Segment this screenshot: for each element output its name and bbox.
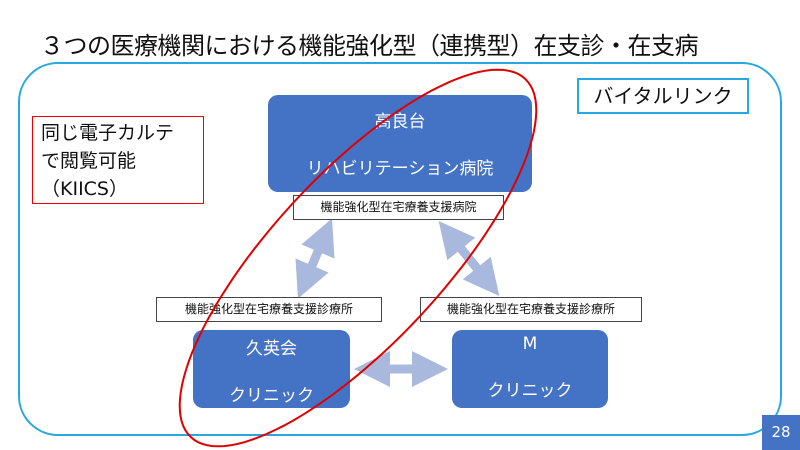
node-subname: クリニック: [487, 381, 573, 401]
node-name: 久英会: [246, 339, 297, 359]
type-label-left: 機能強化型在宅療養支援診療所: [156, 297, 382, 322]
node-name: M: [522, 334, 538, 354]
node-subname: クリニック: [229, 386, 314, 406]
arrow-top-right: [438, 221, 500, 296]
type-label-top: 機能強化型在宅療養支援病院: [293, 195, 504, 220]
node-korodai-hospital: 高良台 リハビリテーション病院: [268, 95, 532, 192]
page-number: 28: [762, 415, 800, 450]
note-line-3: （KIICS）: [41, 178, 128, 200]
type-label-right: 機能強化型在宅療養支援診療所: [420, 297, 642, 322]
arrow-top-left: [295, 218, 335, 299]
node-name: 高良台: [374, 112, 426, 132]
note-line-1: 同じ電子カルテ: [41, 122, 175, 144]
vital-link-label: バイタルリンク: [577, 78, 749, 114]
shared-record-note: 同じ電子カルテ で閲覧可能 （KIICS）: [32, 116, 204, 204]
note-line-2: で閲覧可能: [41, 150, 137, 172]
node-m-clinic: M クリニック: [452, 330, 608, 408]
node-kyueikai-clinic: 久英会 クリニック: [193, 330, 350, 408]
slide-title: ３つの医療機関における機能強化型（連携型）在支診・在支病: [40, 32, 699, 60]
node-subname: リハビリテーション病院: [306, 159, 494, 179]
